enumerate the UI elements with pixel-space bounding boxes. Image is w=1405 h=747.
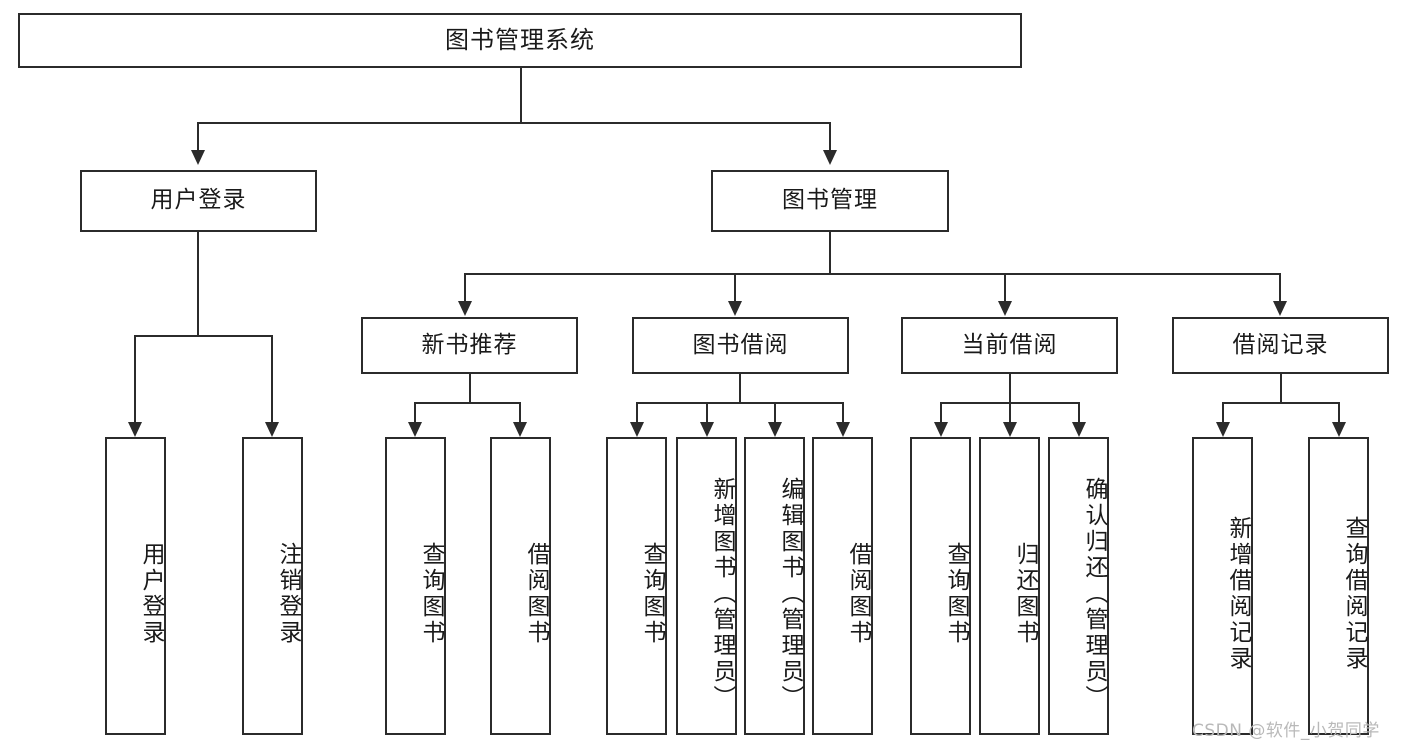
edge-br-trunk (1280, 374, 1282, 402)
arrowhead-nbr-leaf-2 (513, 422, 527, 437)
node-label: 注销登录 (275, 542, 301, 646)
node-label: 查询图书 (639, 542, 665, 646)
node-label: 图书管理 (782, 187, 878, 214)
edge-root-to-user-login (197, 122, 199, 150)
arrowhead-bb-leaf-2 (700, 422, 714, 437)
leaf-cb-return-book[interactable]: 归还图书 (979, 437, 1040, 735)
edge-cb-to-leaf-2 (1009, 402, 1011, 422)
edge-bb-trunk (739, 374, 741, 402)
watermark-csdn: CSDN @软件_小贺同学 (1192, 721, 1380, 741)
leaf-nbr-query-book[interactable]: 查询图书 (385, 437, 446, 735)
node-label: 借阅图书 (845, 542, 871, 646)
arrowhead-leaf-logout (265, 422, 279, 437)
edge-book-management-trunk (829, 232, 831, 273)
arrowhead-cb-leaf-2 (1003, 422, 1017, 437)
arrowhead-borrow-record (1273, 301, 1287, 316)
edge-user-login-trunk (197, 232, 199, 335)
edge-user-login-bus (134, 335, 272, 337)
arrowhead-book-borrow (728, 301, 742, 316)
edge-nbr-trunk (469, 374, 471, 402)
edge-bb-to-leaf-1 (636, 402, 638, 422)
arrowhead-bb-leaf-1 (630, 422, 644, 437)
edge-bm-to-borrow-record (1279, 273, 1281, 301)
node-current-borrow[interactable]: 当前借阅 (901, 317, 1118, 374)
node-label: 编辑图书（管理员） (777, 477, 803, 711)
arrowhead-nbr-leaf-1 (408, 422, 422, 437)
node-label: 新增借阅记录 (1225, 516, 1251, 672)
leaf-user-login[interactable]: 用户登录 (105, 437, 166, 735)
node-label: 确认归还（管理员） (1081, 477, 1107, 711)
leaf-br-query-record[interactable]: 查询借阅记录 (1308, 437, 1369, 735)
edge-bb-to-leaf-3 (774, 402, 776, 422)
edge-bb-bus (636, 402, 844, 404)
edge-br-to-leaf-1 (1222, 402, 1224, 422)
edge-nbr-to-leaf-2 (519, 402, 521, 422)
node-user-login[interactable]: 用户登录 (80, 170, 317, 232)
arrowhead-br-leaf-2 (1332, 422, 1346, 437)
node-label: 查询图书 (418, 542, 444, 646)
node-label: 查询图书 (943, 542, 969, 646)
edge-user-login-to-leaf-1 (134, 335, 136, 422)
node-root-book-management-system[interactable]: 图书管理系统 (18, 13, 1022, 68)
leaf-nbr-borrow-book[interactable]: 借阅图书 (490, 437, 551, 735)
leaf-br-add-record[interactable]: 新增借阅记录 (1192, 437, 1253, 735)
edge-br-bus (1222, 402, 1340, 404)
edge-nbr-to-leaf-1 (414, 402, 416, 422)
arrowhead-br-leaf-1 (1216, 422, 1230, 437)
node-label: 新书推荐 (421, 331, 518, 358)
edge-bm-to-new-book (464, 273, 466, 301)
leaf-logout[interactable]: 注销登录 (242, 437, 303, 735)
node-new-book-recommend[interactable]: 新书推荐 (361, 317, 578, 374)
arrowhead-user-login (191, 150, 205, 165)
edge-bm-to-book-borrow (734, 273, 736, 301)
node-label: 查询借阅记录 (1341, 516, 1367, 672)
node-label: 图书管理系统 (445, 26, 595, 55)
arrowhead-cb-leaf-3 (1072, 422, 1086, 437)
node-book-borrow[interactable]: 图书借阅 (632, 317, 849, 374)
leaf-cb-confirm-return-admin[interactable]: 确认归还（管理员） (1048, 437, 1109, 735)
edge-root-to-book-management (829, 122, 831, 150)
edge-root-trunk (520, 68, 522, 123)
leaf-bb-borrow-book[interactable]: 借阅图书 (812, 437, 873, 735)
node-label: 用户登录 (138, 542, 164, 646)
node-label: 归还图书 (1012, 542, 1038, 646)
node-label: 用户登录 (150, 187, 247, 214)
arrowhead-leaf-user-login (128, 422, 142, 437)
arrowhead-bb-leaf-4 (836, 422, 850, 437)
edge-cb-to-leaf-3 (1078, 402, 1080, 422)
node-label: 借阅记录 (1232, 331, 1329, 358)
edge-nbr-bus (414, 402, 520, 404)
arrowhead-bb-leaf-3 (768, 422, 782, 437)
leaf-cb-query-book[interactable]: 查询图书 (910, 437, 971, 735)
edge-root-bus (197, 122, 831, 124)
arrowhead-cb-leaf-1 (934, 422, 948, 437)
edge-bb-to-leaf-4 (842, 402, 844, 422)
leaf-bb-query-book[interactable]: 查询图书 (606, 437, 667, 735)
node-label: 借阅图书 (523, 542, 549, 646)
leaf-bb-add-book-admin[interactable]: 新增图书（管理员） (676, 437, 737, 735)
node-borrow-record[interactable]: 借阅记录 (1172, 317, 1389, 374)
node-label: 新增图书（管理员） (709, 477, 735, 711)
edge-book-management-bus (464, 273, 1281, 275)
leaf-bb-edit-book-admin[interactable]: 编辑图书（管理员） (744, 437, 805, 735)
arrowhead-new-book-recommend (458, 301, 472, 316)
arrowhead-current-borrow (998, 301, 1012, 316)
node-label: 图书借阅 (692, 331, 789, 358)
edge-bm-to-current-borrow (1004, 273, 1006, 301)
edge-br-to-leaf-2 (1338, 402, 1340, 422)
arrowhead-book-management (823, 150, 837, 165)
node-label: 当前借阅 (961, 331, 1058, 358)
edge-bb-to-leaf-2 (706, 402, 708, 422)
edge-cb-to-leaf-1 (940, 402, 942, 422)
edge-cb-trunk (1009, 374, 1011, 402)
edge-user-login-to-leaf-2 (271, 335, 273, 422)
node-book-management[interactable]: 图书管理 (711, 170, 949, 232)
